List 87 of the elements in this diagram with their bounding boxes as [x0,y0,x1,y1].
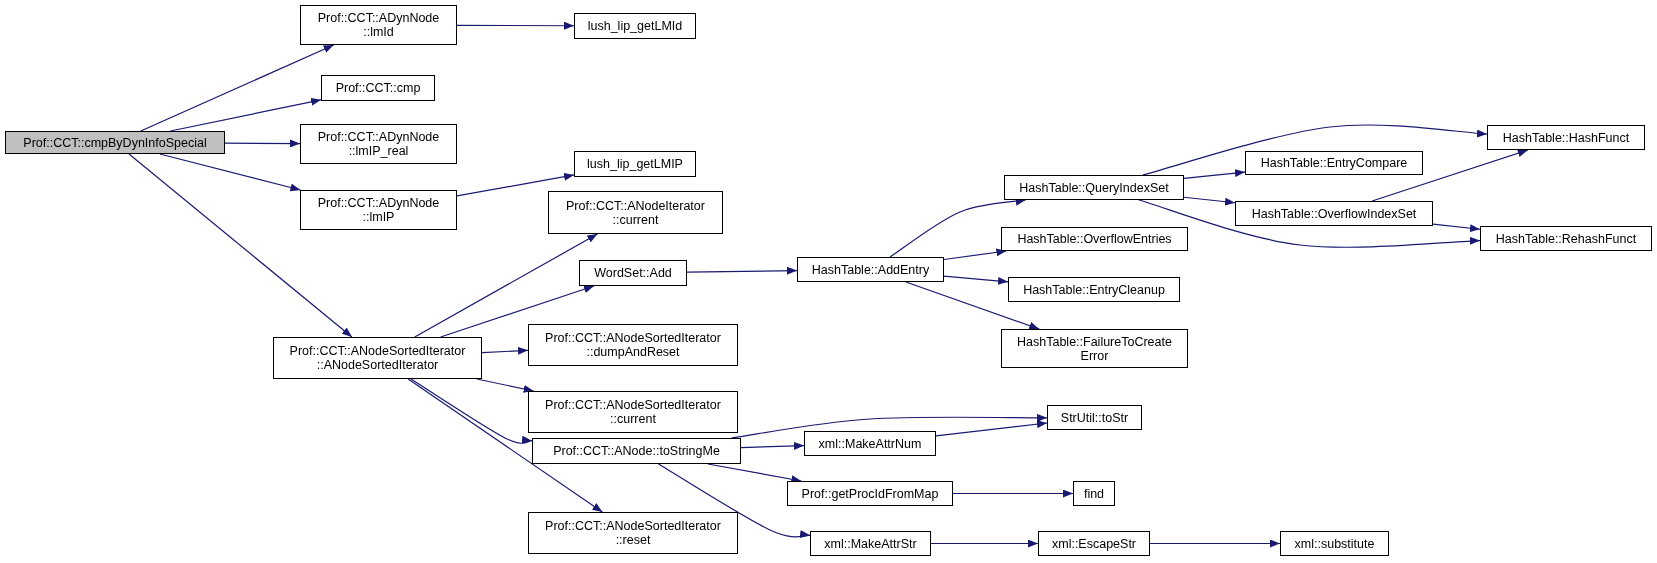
arrow [686,266,798,275]
function-name: HashTable::RehashFunct [1495,231,1637,246]
arrow [657,463,811,539]
function-name: Prof::CCT::ANodeSortedIterator ::ANodeSortedIterator [288,344,467,372]
function-box [1001,227,1188,251]
function-name: Prof::CCT::ADynNode ::lmIP [316,196,441,224]
function-box [321,75,435,101]
arrow [943,248,1007,261]
function-box [528,391,738,433]
function-box [574,13,696,39]
function-box [797,257,944,282]
arrow [943,275,1009,285]
function-name: Prof::CCT::ANode::toStringMe [553,444,720,458]
function-name: Prof::CCT::ADynNode ::lmIP_real [316,130,441,158]
function-name: lush_lip_getLMIP [587,157,683,171]
highlighted-function-box [5,131,225,154]
arrow [1138,199,1481,248]
function-name: HashTable::EntryCleanup [1023,282,1165,297]
function-name: HashTable::AddEntry [811,262,930,277]
arrow [930,539,1039,548]
arrow [456,172,575,197]
function-box [528,512,738,554]
function-box [548,191,723,234]
function-name: Prof::CCT::cmp [335,81,421,95]
function-name: xml::EscapeStr [1051,536,1137,551]
function-box [1245,151,1423,175]
arrow [224,139,301,148]
function-name: WordSet::Add [594,266,672,280]
arrow [1183,169,1246,179]
function-name: HashTable::HashFunct [1502,130,1630,145]
arrow [1142,124,1488,176]
arrow [456,21,575,30]
arrow [140,44,335,132]
function-box [1280,531,1389,556]
arrow [740,441,805,450]
function-box [273,337,482,379]
function-box [787,481,953,506]
function-box [528,324,738,366]
arrow [128,153,353,338]
arrow [407,378,603,513]
function-name: Prof::CCT::ANodeIterator ::current [565,198,706,227]
arrow [159,153,302,192]
function-box [1073,481,1115,506]
function-name: xml::substitute [1294,536,1375,551]
arrow [935,420,1048,437]
arrow [905,281,1040,330]
function-name: HashTable::OverflowEntries [1017,232,1172,246]
function-name: HashTable::EntryCompare [1260,156,1408,170]
arrow [1183,196,1236,206]
arrow [440,285,595,338]
function-name: HashTable::OverflowIndexSet [1251,206,1417,221]
function-box [1038,531,1150,556]
function-box [1008,277,1180,302]
function-box [532,438,741,464]
arrow [952,489,1074,498]
function-box [300,124,457,164]
function-name: HashTable::FailureToCreate Error [1016,334,1173,363]
function-name: Prof::CCT::cmpByDynInfoSpecial [23,135,207,150]
function-box [300,5,457,45]
function-box [1047,405,1142,430]
function-box [1487,125,1645,150]
function-name: lush_lip_getLMId [587,19,683,33]
arrow [476,378,535,393]
arrow [1149,539,1281,548]
function-box [1480,226,1652,251]
function-box [574,151,696,177]
function-box [1004,175,1184,200]
function-box [300,190,457,230]
function-name: Prof::CCT::ANodeSortedIterator ::current [544,398,722,426]
function-name: StrUtil::toStr [1060,410,1129,425]
function-box [810,531,931,556]
function-name: xml::MakeAttrNum [818,436,922,451]
function-name: Prof::CCT::ADynNode ::lmId [316,11,441,39]
function-box [1001,329,1188,368]
arrow [481,346,529,355]
function-name: Prof::getProcIdFromMap [801,486,939,501]
arrow [1432,223,1481,233]
function-box [1235,201,1433,226]
function-name: Prof::CCT::ANodeSortedIterator ::reset [544,519,722,547]
function-box [804,431,936,456]
function-box [579,260,687,286]
function-name: find [1083,486,1105,501]
function-name: HashTable::QueryIndexSet [1019,180,1169,195]
arrow [410,378,533,446]
function-name: Prof::CCT::ANodeSortedIterator ::dumpAndReset [544,331,722,359]
function-name: xml::MakeAttrStr [824,536,917,551]
arrow [414,233,598,338]
